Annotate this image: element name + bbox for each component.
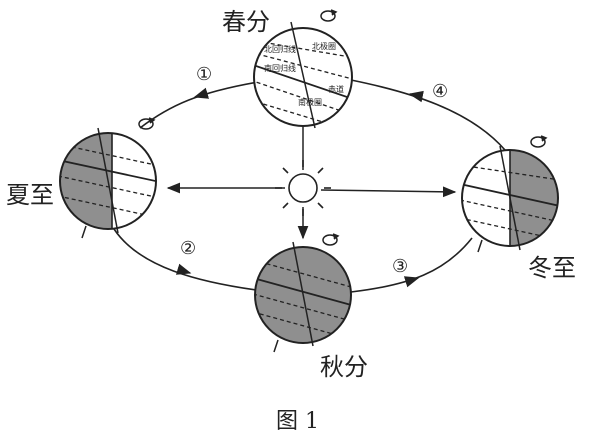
segment-label-3: ③ xyxy=(392,256,408,277)
orbit-arc-autumn-winter xyxy=(350,237,473,293)
spring-label-equator: 赤道 xyxy=(328,84,344,94)
label-summer-solstice: 夏至 xyxy=(6,181,54,209)
orbit-arrow-3 xyxy=(403,276,420,288)
autumn-earth-axis xyxy=(292,241,314,347)
segment-label-4: ④ xyxy=(432,81,448,102)
spring-equator-line xyxy=(254,63,352,101)
orbit-arc-winter-spring xyxy=(350,79,506,151)
summer-axis-tail xyxy=(81,225,87,239)
orbit-arrow-4 xyxy=(408,90,424,103)
spring-earth-axis xyxy=(290,21,316,129)
globe-autumn-equinox xyxy=(254,233,352,353)
segment-label-2: ② xyxy=(180,238,196,259)
orbit-arc-spring-summer xyxy=(139,81,259,129)
spring-rotation-icon xyxy=(320,9,338,22)
orbit-direction-arrows xyxy=(175,87,424,288)
winter-rotation-icon xyxy=(530,135,548,148)
spring-tropic-capricorn-line xyxy=(254,79,352,117)
winter-night-shade xyxy=(510,150,558,246)
summer-earth-axis xyxy=(97,127,119,234)
globe-winter-solstice xyxy=(461,135,559,253)
segment-label-1: ① xyxy=(196,64,212,85)
winter-earth-axis xyxy=(499,145,521,251)
autumn-rotation-icon xyxy=(322,233,340,246)
spring-tropic-cancer-line xyxy=(254,51,352,81)
orbit-arc-summer-autumn xyxy=(113,228,257,291)
ray-to-winter xyxy=(320,186,457,198)
globe-summer-solstice xyxy=(59,117,157,239)
orbit-arrow-2 xyxy=(175,263,192,275)
autumn-axis-tail xyxy=(273,339,279,353)
sun-icon xyxy=(275,160,331,216)
orbit-arrow-1 xyxy=(193,87,210,99)
label-autumn-equinox: 秋分 xyxy=(320,353,368,381)
label-winter-solstice: 冬至 xyxy=(528,254,576,282)
label-spring-equinox: 春分 xyxy=(222,8,270,36)
spring-label-south-polar: 南极圈 xyxy=(298,97,322,107)
globe-spring-equinox: 北极圈 北回归线 南回归线 赤道 南极圈 xyxy=(253,9,353,129)
figure-caption: 图 1 xyxy=(276,409,319,434)
spring-label-north-polar: 北极圈 xyxy=(312,41,336,51)
winter-axis-tail xyxy=(477,239,483,253)
spring-label-tropic-capricorn: 南回归线 xyxy=(264,63,296,73)
spring-label-tropic-cancer: 北回归线 xyxy=(264,44,296,54)
summer-rotation-icon xyxy=(138,117,156,130)
